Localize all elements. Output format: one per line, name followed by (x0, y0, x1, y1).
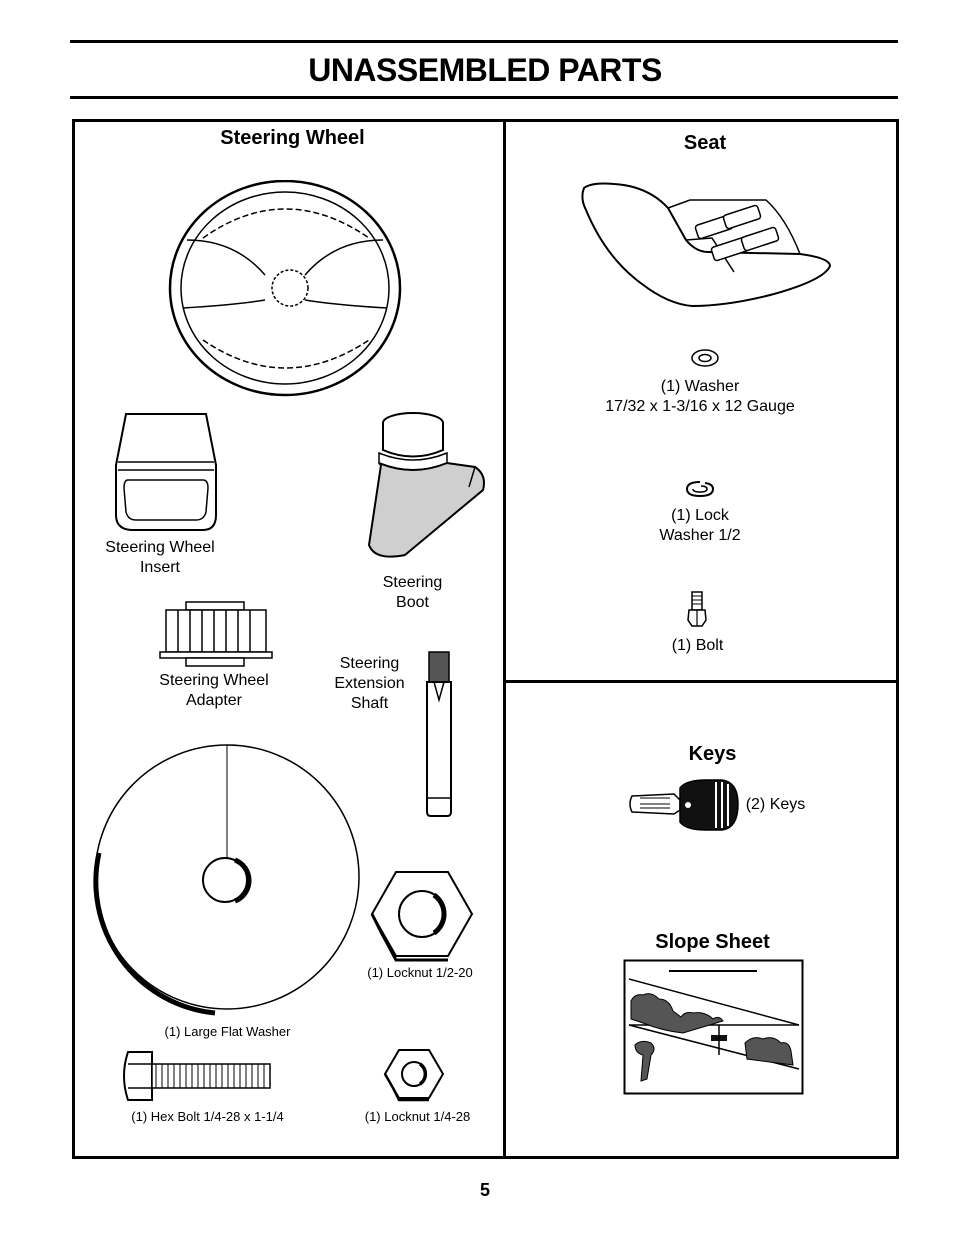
keys-heading: Keys (688, 743, 737, 765)
steering-wheel-adapter-label: Steering Wheel Adapter (159, 672, 269, 709)
seat-washer-illustration (691, 349, 719, 367)
key-illustration (629, 779, 739, 831)
locknut-small-illustration (383, 1049, 445, 1102)
slope-sheet-illustration (623, 959, 804, 1095)
steering-extension-shaft-label: Steering Extension Shaft (334, 655, 405, 712)
locknut-large-illustration (370, 871, 474, 962)
steering-extension-shaft-illustration (426, 651, 452, 817)
locknut-large-label: (1) Locknut 1/2-20 (367, 965, 473, 980)
seat-heading: Seat (683, 132, 727, 154)
parts-frame (72, 119, 899, 1159)
page-title: UNASSEMBLED PARTS (308, 52, 662, 88)
top-rule (70, 40, 898, 43)
steering-wheel-insert-label: Steering Wheel Insert (105, 539, 215, 576)
steering-wheel-insert-illustration (115, 413, 217, 531)
large-flat-washer-illustration (93, 744, 360, 1016)
steering-boot-label: Steering Boot (382, 574, 443, 611)
steering-wheel-heading: Steering Wheel (220, 127, 365, 149)
steering-boot-illustration (367, 412, 485, 558)
slope-sheet-heading: Slope Sheet (655, 931, 770, 953)
page-number: 5 (479, 1180, 490, 1200)
locknut-small-label: (1) Locknut 1/4-28 (364, 1109, 471, 1124)
hex-bolt-label: (1) Hex Bolt 1/4-28 x 1-1/4 (131, 1109, 284, 1124)
steering-wheel-illustration (168, 180, 402, 397)
large-flat-washer-label: (1) Large Flat Washer (164, 1024, 291, 1039)
lock-washer-illustration (685, 481, 715, 498)
column-divider (503, 119, 506, 1159)
row-divider (503, 680, 899, 683)
seat-washer-label: (1) Washer 17/32 x 1-3/16 x 12 Gauge (605, 378, 795, 415)
title-underline (70, 96, 898, 99)
seat-bolt-label: (1) Bolt (671, 637, 724, 654)
seat-bolt-illustration (687, 591, 707, 627)
keys-label: (2) Keys (745, 796, 806, 813)
seat-illustration (581, 182, 832, 308)
lock-washer-label: (1) Lock Washer 1/2 (659, 507, 741, 544)
steering-wheel-adapter-illustration (159, 601, 273, 667)
hex-bolt-illustration (122, 1051, 271, 1101)
